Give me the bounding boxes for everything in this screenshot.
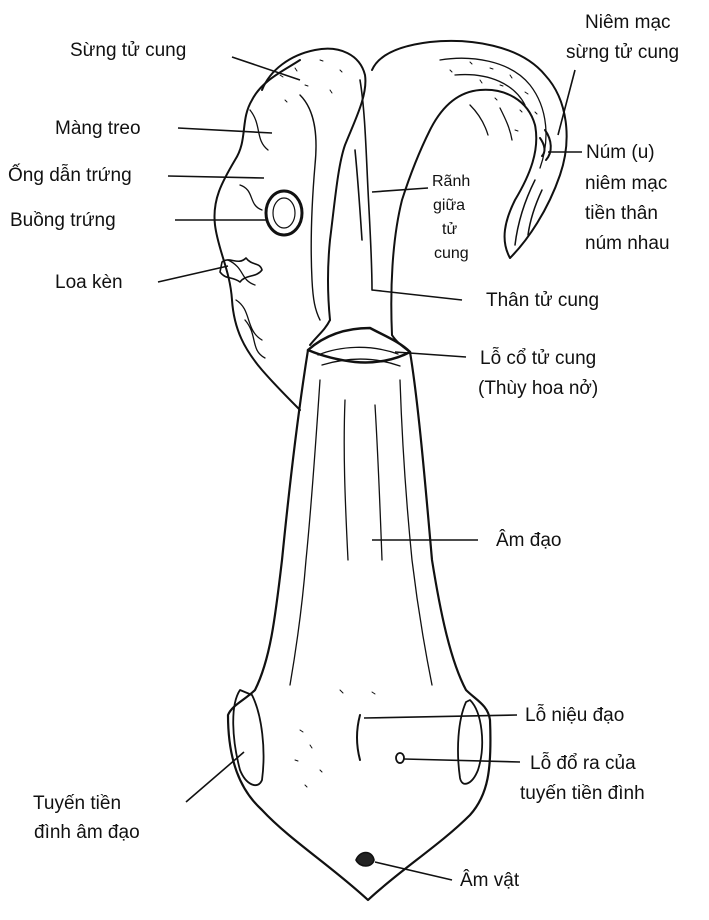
- leader-clitoris: [375, 862, 452, 880]
- label-caruncle-3: tiền thân: [585, 203, 658, 224]
- groove-line-2: [355, 150, 362, 240]
- intercornual-groove: [360, 80, 372, 290]
- label-vestibular-gland-2: đình âm đạo: [34, 822, 140, 843]
- leader-infundibulum: [158, 266, 228, 282]
- right-horn-curl: [515, 180, 542, 245]
- left-ligament-folds: [228, 110, 268, 358]
- urethral-slit: [357, 715, 360, 760]
- labels: Sừng tử cung Niêm mạc sừng tử cung Màng …: [8, 12, 679, 891]
- label-gland-opening-1: Lỗ đổ ra của: [530, 752, 636, 774]
- vagina-inner: [290, 380, 432, 685]
- label-groove-2: giữa: [433, 197, 465, 214]
- leader-uterine-body: [372, 290, 462, 300]
- ovary-inner: [273, 198, 295, 228]
- label-cervix-1: Lỗ cổ tử cung: [480, 347, 596, 369]
- label-uterine-body: Thân tử cung: [486, 290, 599, 311]
- label-gland-opening-2: tuyến tiền đình: [520, 783, 645, 804]
- right-vestibular-gland: [458, 700, 482, 784]
- vestibule-speckle: [295, 690, 375, 787]
- label-infundibulum: Loa kèn: [55, 272, 123, 293]
- leader-oviduct: [168, 176, 264, 178]
- label-uterine-horn: Sừng tử cung: [70, 40, 186, 61]
- label-caruncle-4: núm nhau: [585, 233, 670, 254]
- label-ovary: Buồng trứng: [10, 210, 116, 231]
- label-caruncle-1: Núm (u): [586, 142, 655, 163]
- clitoris-shape: [356, 853, 374, 867]
- label-clitoris: Âm vật: [460, 869, 520, 891]
- label-cervix-2: (Thùy hoa nở): [478, 378, 598, 399]
- gland-opening-mark: [396, 753, 404, 763]
- leader-urethral-opening: [364, 715, 517, 718]
- label-oviduct: Ống dẫn trứng: [8, 164, 132, 186]
- label-urethral-opening: Lỗ niệu đạo: [525, 704, 624, 726]
- label-groove-4: cung: [434, 245, 469, 262]
- label-horn-mucosa-1: Niêm mạc: [585, 12, 671, 33]
- leader-lines: [158, 57, 582, 880]
- label-groove-1: Rãnh: [432, 173, 470, 190]
- label-vestibular-gland-1: Tuyến tiền: [33, 793, 121, 814]
- reproductive-tract-drawing: [214, 41, 566, 900]
- label-mesometrium: Màng treo: [55, 118, 141, 139]
- leader-gland-opening: [404, 759, 520, 762]
- right-horn-speckle: [450, 62, 537, 131]
- vagina-outline: [228, 350, 490, 900]
- label-horn-mucosa-2: sừng tử cung: [566, 42, 679, 63]
- leader-vestibular-gland: [186, 752, 244, 802]
- cervix-opening: [308, 328, 410, 363]
- label-vagina: Âm đạo: [496, 529, 561, 551]
- leader-groove: [372, 188, 428, 192]
- label-groove-3: tử: [442, 221, 457, 238]
- label-caruncle-2: niêm mạc: [585, 173, 667, 194]
